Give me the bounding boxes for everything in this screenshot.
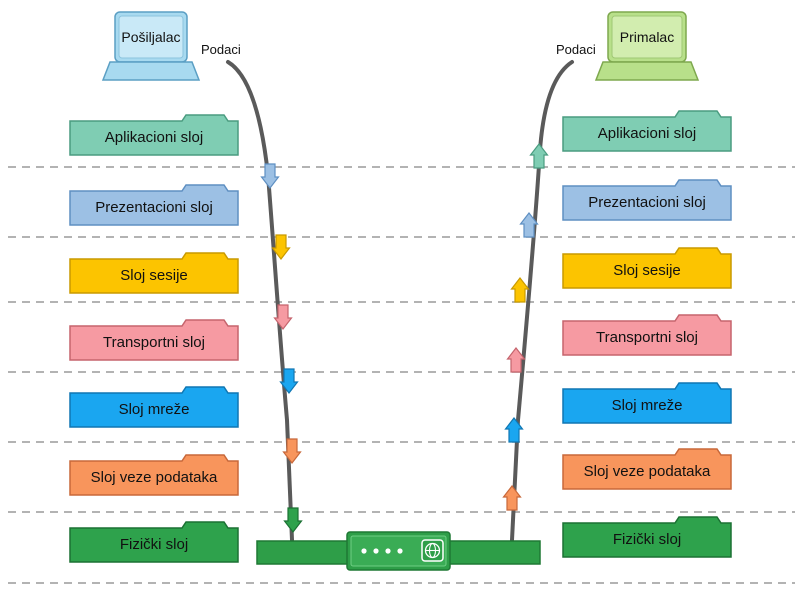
receiver-layer-data-link: Sloj veze podataka bbox=[562, 448, 732, 490]
sender-layer-application: Aplikacioni sloj bbox=[69, 114, 239, 156]
receiver-arrows bbox=[502, 143, 549, 511]
receiver-layer-box bbox=[562, 314, 732, 356]
sender-layer-box bbox=[69, 386, 239, 428]
receiver-layer-label: Sloj mreže bbox=[612, 397, 683, 414]
sender-title: Pošiljalac bbox=[121, 29, 180, 45]
sender-layer-label: Sloj veze podataka bbox=[91, 469, 218, 486]
sender-keyboard bbox=[101, 61, 201, 81]
sender-arrow-down-icon bbox=[273, 304, 293, 330]
physical-medium bbox=[256, 531, 541, 571]
sender-layer-transport: Transportni sloj bbox=[69, 319, 239, 361]
receiver-layer-network: Sloj mreže bbox=[562, 382, 732, 424]
receiver-layer-box bbox=[562, 110, 732, 152]
receiver-layer-box bbox=[562, 516, 732, 558]
globe-icon bbox=[421, 539, 444, 562]
sender-layer-label: Prezentacioni sloj bbox=[95, 199, 213, 216]
receiver-laptop-icon: Primalac bbox=[594, 11, 700, 81]
port-led bbox=[397, 548, 403, 554]
receiver-title: Primalac bbox=[620, 29, 674, 45]
receiver-data-path bbox=[510, 60, 574, 542]
sender-arrow-down-icon bbox=[282, 438, 302, 464]
sender-arrow-down-icon bbox=[279, 368, 299, 394]
receiver-layer-presentation: Prezentacioni sloj bbox=[562, 179, 732, 221]
receiver-screen-inner bbox=[611, 15, 683, 59]
port-led bbox=[373, 548, 379, 554]
receiver-data-label: Podaci bbox=[556, 42, 596, 57]
sender-layer-box bbox=[69, 454, 239, 496]
sender-layer-box bbox=[69, 252, 239, 294]
port-led bbox=[385, 548, 391, 554]
sender-layer-physical: Fizički sloj bbox=[69, 521, 239, 563]
receiver-layer-label: Sloj veze podataka bbox=[584, 463, 711, 480]
receiver-layer-box bbox=[562, 247, 732, 289]
sender-layer-label: Sloj sesije bbox=[120, 267, 188, 284]
sender-layer-label: Aplikacioni sloj bbox=[105, 129, 203, 146]
port-led bbox=[361, 548, 367, 554]
sender-layer-session: Sloj sesije bbox=[69, 252, 239, 294]
sender-layer-box bbox=[69, 319, 239, 361]
receiver-layer-label: Prezentacioni sloj bbox=[588, 194, 706, 211]
receiver-layer-label: Transportni sloj bbox=[596, 329, 698, 346]
layer-separators bbox=[8, 166, 795, 584]
sender-layer-label: Sloj mreže bbox=[119, 401, 190, 418]
sender-layer-label: Fizički sloj bbox=[120, 536, 188, 553]
sender-arrows bbox=[260, 163, 303, 533]
sender-layer-presentation: Prezentacioni sloj bbox=[69, 184, 239, 226]
receiver-layer-label: Aplikacioni sloj bbox=[598, 125, 696, 142]
receiver-arrow-up-icon bbox=[502, 485, 522, 511]
receiver-arrow-up-icon bbox=[510, 277, 530, 303]
sender-layer-data-link: Sloj veze podataka bbox=[69, 454, 239, 496]
receiver-layer-session: Sloj sesije bbox=[562, 247, 732, 289]
receiver-arrow-up-icon bbox=[504, 417, 524, 443]
sender-arrow-down-icon bbox=[260, 163, 280, 189]
receiver-arrow-up-icon bbox=[519, 212, 539, 238]
receiver-layer-transport: Transportni sloj bbox=[562, 314, 732, 356]
sender-laptop-icon: Pošiljalac bbox=[101, 11, 201, 81]
sender-layer-box bbox=[69, 184, 239, 226]
sender-screen-inner bbox=[118, 15, 184, 59]
sender-data-label: Podaci bbox=[201, 42, 241, 57]
sender-arrow-down-icon bbox=[283, 507, 303, 533]
sender-layer-box bbox=[69, 114, 239, 156]
receiver-layer-box bbox=[562, 448, 732, 490]
sender-layer-network: Sloj mreže bbox=[69, 386, 239, 428]
receiver-arrow-up-icon bbox=[506, 347, 526, 373]
receiver-layer-label: Sloj sesije bbox=[613, 262, 681, 279]
sender-layer-box bbox=[69, 521, 239, 563]
sender-layer-label: Transportni sloj bbox=[103, 334, 205, 351]
receiver-layer-application: Aplikacioni sloj bbox=[562, 110, 732, 152]
receiver-arrow-up-icon bbox=[529, 143, 549, 169]
sender-data-path bbox=[226, 60, 294, 542]
receiver-layer-label: Fizički sloj bbox=[613, 531, 681, 548]
sender-arrow-down-icon bbox=[271, 234, 291, 260]
receiver-layer-box bbox=[562, 179, 732, 221]
receiver-keyboard bbox=[594, 61, 700, 81]
receiver-layer-physical: Fizički sloj bbox=[562, 516, 732, 558]
receiver-layer-box bbox=[562, 382, 732, 424]
